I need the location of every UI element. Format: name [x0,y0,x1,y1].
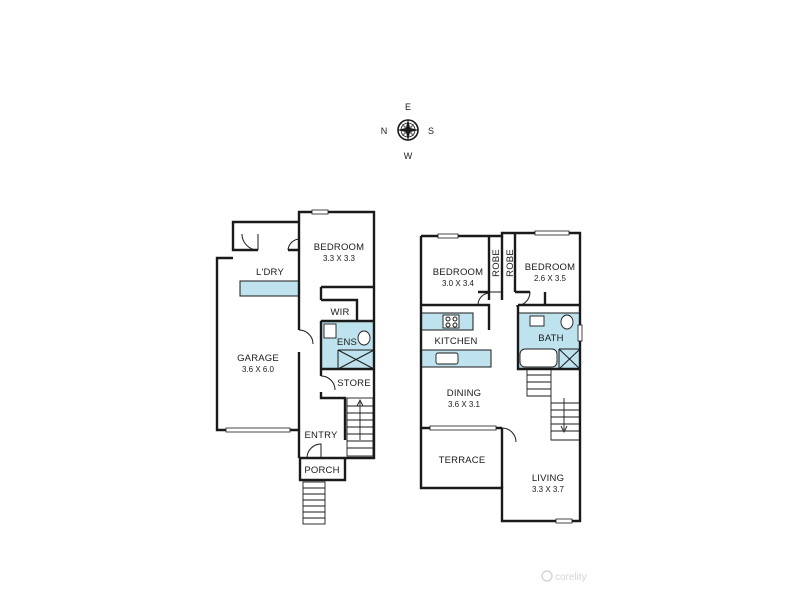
ground-bedroom-size: 3.3 X 3.3 [323,254,356,263]
bath-window [577,324,583,342]
kitchen-label: KITCHEN [434,336,477,347]
compass-west-label: W [404,151,413,161]
ensuite-wall [319,321,374,440]
ground-stairs [346,397,374,457]
toilet-icon [560,314,574,330]
shower-icon [558,348,581,370]
bathtub-icon [519,348,558,368]
robe-2-label: ROBE [505,249,516,277]
store-door [320,375,336,391]
laundry-bench [239,280,300,297]
porch-label: PORCH [304,465,339,476]
basin-icon [529,315,545,327]
bedroom-door [287,238,300,251]
garage-door [225,427,291,433]
upper-floor-plan: BEDROOM 3.0 X 3.4 ROBE ROBE BEDROOM 2.6 … [419,230,583,524]
bath-label: BATH [538,333,563,344]
entry-label: ENTRY [304,430,337,441]
bedroom-1-window [437,233,459,239]
ground-bedroom-label: BEDROOM [314,242,365,253]
garage-size: 3.6 X 6.0 [242,365,275,374]
bedroom-2-door [515,291,531,307]
bedroom-1-door [477,292,491,306]
cooktop-icon [442,314,460,329]
ensuite-label: ENS [337,337,357,348]
living-window [555,518,573,524]
bedroom-2-window [534,230,570,236]
shower-icon [337,349,375,370]
watermark: corelity [541,570,587,583]
garage-label: GARAGE [237,353,279,364]
bedroom-2-size: 2.6 X 3.5 [534,274,567,283]
bedroom-1-label: BEDROOM [433,267,484,278]
watermark-logo-icon [541,570,553,582]
garage-door-swing [298,329,314,345]
dining-window [429,425,497,431]
bedroom-1-size: 3.0 X 3.4 [442,279,475,288]
laundry-outer-wall [231,220,299,252]
store-label: STORE [337,378,371,389]
porch-steps [302,481,326,525]
compass: E N S W [381,102,434,161]
sink-icon [435,352,459,365]
upper-stairs [526,369,580,441]
bedroom-2-label: BEDROOM [525,262,576,273]
wir-label: WIR [330,307,349,318]
compass-east-label: E [405,102,411,112]
bath-wall [516,292,580,371]
living-label: LIVING [532,473,564,484]
living-size: 3.3 X 3.7 [532,485,565,494]
bedroom-outer-wall [297,210,376,287]
dining-size: 3.6 X 3.1 [448,400,481,409]
ensuite-vanity [323,323,337,339]
toilet-icon [357,330,371,346]
laundry-label: L'DRY [256,267,284,278]
terrace-label: TERRACE [439,455,486,466]
robe-1-label: ROBE [491,249,502,277]
living-opening [501,427,517,443]
kitchen-wall [421,303,491,330]
ground-floor-plan: BEDROOM 3.3 X 3.3 L'DRY GARAGE 3.6 X 6.0… [215,209,376,525]
watermark-text: corelity [555,572,587,583]
east-wall [298,287,376,482]
dining-label: DINING [447,388,481,399]
entry-door [306,443,322,459]
compass-rose-icon [397,119,419,141]
compass-north-label: N [381,126,388,136]
wir-wall [319,285,374,323]
bedroom-window [311,209,329,215]
robe-walls [478,233,530,300]
upper-outer-wall [419,231,582,523]
compass-south-label: S [428,126,434,136]
laundry-door [241,233,259,251]
